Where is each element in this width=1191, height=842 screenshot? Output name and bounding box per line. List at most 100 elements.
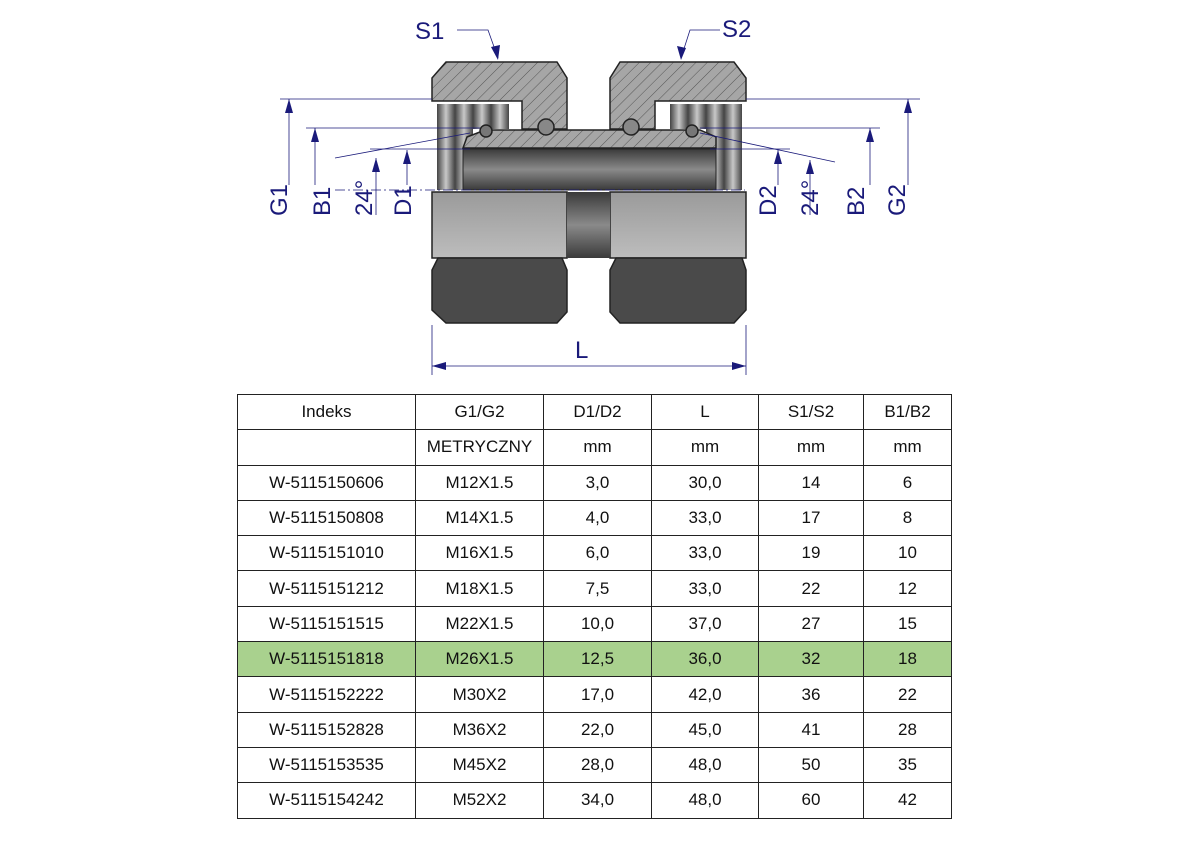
label-s2: S2 — [722, 16, 751, 43]
table-cell: 22 — [863, 676, 952, 713]
dimension-lines — [280, 29, 920, 375]
table-cell: 42,0 — [651, 676, 759, 713]
table-cell: M45X2 — [415, 746, 544, 784]
table-cell: 12,5 — [543, 641, 652, 678]
table-cell: M26X1.5 — [415, 641, 544, 678]
header-cell: S1/S2 — [758, 393, 864, 431]
header-row: Indeks G1/G2 D1/D2 L S1/S2 B1/B2 — [237, 393, 952, 431]
table-cell: 6 — [863, 464, 952, 501]
table-cell: 17,0 — [543, 676, 652, 713]
table-cell: M36X2 — [415, 711, 544, 748]
table-cell: W-5115151818 — [237, 641, 416, 678]
label-angle2: 24° — [797, 180, 824, 216]
header-cell: B1/B2 — [863, 393, 952, 431]
header-cell: G1/G2 — [415, 393, 544, 431]
table-cell: 4,0 — [543, 499, 652, 537]
fitting-cross-section-drawing: S1 S2 L G1 B1 24° D1 D2 24° B2 G2 — [266, 16, 920, 375]
table-cell: 28 — [863, 711, 952, 748]
dimensions-table: Indeks G1/G2 D1/D2 L S1/S2 B1/B2 METRYCZ… — [237, 393, 952, 819]
unit-cell: METRYCZNY — [415, 429, 544, 466]
label-b1: B1 — [309, 187, 336, 216]
table-cell: M52X2 — [415, 782, 544, 819]
table-cell: 22 — [758, 570, 864, 607]
table-cell: W-5115151010 — [237, 535, 416, 572]
table-cell: 60 — [758, 782, 864, 819]
table-cell: 45,0 — [651, 711, 759, 748]
table-cell: W-5115152828 — [237, 711, 416, 748]
table-cell: 22,0 — [543, 711, 652, 748]
table-cell: M22X1.5 — [415, 605, 544, 643]
dimension-arrows — [285, 45, 912, 370]
table-cell: 41 — [758, 711, 864, 748]
table-cell: 37,0 — [651, 605, 759, 643]
table-cell: 33,0 — [651, 535, 759, 572]
label-d1: D1 — [390, 185, 417, 216]
table-cell: M12X1.5 — [415, 464, 544, 501]
table-cell: 7,5 — [543, 570, 652, 607]
unit-cell: mm — [651, 429, 759, 466]
unit-cell: mm — [543, 429, 652, 466]
table-cell: M16X1.5 — [415, 535, 544, 572]
table-cell: 48,0 — [651, 782, 759, 819]
label-s1: S1 — [415, 18, 444, 45]
table-cell: 27 — [758, 605, 864, 643]
table-cell: W-5115150606 — [237, 464, 416, 501]
table-cell: 36 — [758, 676, 864, 713]
table-cell: 33,0 — [651, 499, 759, 537]
table-cell: 33,0 — [651, 570, 759, 607]
unit-cell — [237, 429, 416, 466]
table-cell: W-5115153535 — [237, 746, 416, 784]
table-cell: 19 — [758, 535, 864, 572]
table-cell: 36,0 — [651, 641, 759, 678]
table-cell: 18 — [863, 641, 952, 678]
table-cell: 12 — [863, 570, 952, 607]
table-cell: 35 — [863, 746, 952, 784]
table-cell: W-5115154242 — [237, 782, 416, 819]
table-cell: 34,0 — [543, 782, 652, 819]
label-l: L — [575, 337, 588, 364]
header-cell: Indeks — [237, 393, 416, 431]
header-cell: L — [651, 393, 759, 431]
table-cell: 10 — [863, 535, 952, 572]
table-cell: 3,0 — [543, 464, 652, 501]
unit-cell: mm — [758, 429, 864, 466]
table-cell: W-5115150808 — [237, 499, 416, 537]
table-cell: 32 — [758, 641, 864, 678]
table-cell: 10,0 — [543, 605, 652, 643]
units-row: METRYCZNY mm mm mm mm — [237, 429, 952, 466]
table-cell: 28,0 — [543, 746, 652, 784]
right-nut — [609, 61, 747, 324]
table-cell: 15 — [863, 605, 952, 643]
label-b2: B2 — [843, 187, 870, 216]
table-cell: M18X1.5 — [415, 570, 544, 607]
table-cell: 6,0 — [543, 535, 652, 572]
table-cell: M30X2 — [415, 676, 544, 713]
table-cell: 17 — [758, 499, 864, 537]
unit-cell: mm — [863, 429, 952, 466]
label-g2: G2 — [884, 184, 911, 216]
table-cell: W-5115151515 — [237, 605, 416, 643]
table-cell: 8 — [863, 499, 952, 537]
table-cell: 42 — [863, 782, 952, 819]
label-g1: G1 — [266, 184, 293, 216]
center-body — [461, 118, 717, 258]
table-cell: W-5115151212 — [237, 570, 416, 607]
table-cell: 30,0 — [651, 464, 759, 501]
table-cell: M14X1.5 — [415, 499, 544, 537]
table-cell: 14 — [758, 464, 864, 501]
table-cell: W-5115152222 — [237, 676, 416, 713]
left-nut — [431, 61, 568, 324]
label-angle1: 24° — [351, 180, 378, 216]
table-cell: 48,0 — [651, 746, 759, 784]
label-d2: D2 — [755, 185, 782, 216]
header-cell: D1/D2 — [543, 393, 652, 431]
